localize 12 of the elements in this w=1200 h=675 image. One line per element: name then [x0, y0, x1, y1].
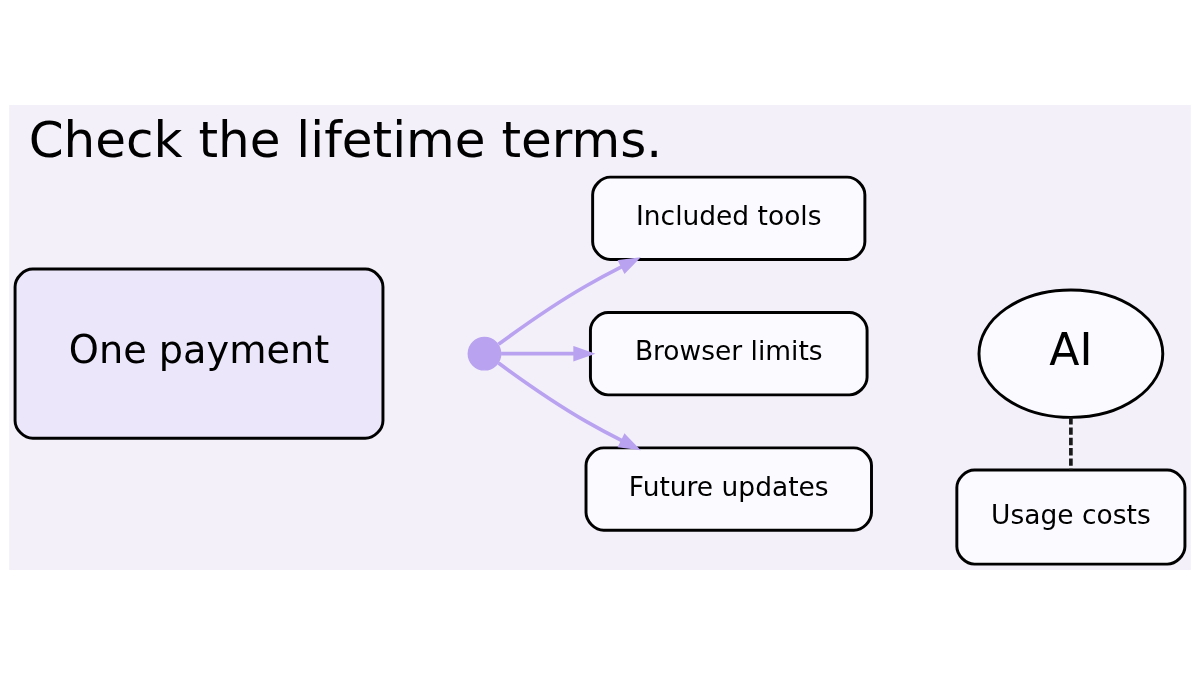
- arrow: [497, 361, 641, 451]
- node-circle: [467, 336, 502, 371]
- node-box: Future updates: [584, 446, 873, 532]
- node-box: Included tools: [591, 175, 867, 261]
- node-box: One payment: [13, 267, 385, 440]
- arrow: [497, 257, 641, 346]
- arrow: [501, 345, 596, 362]
- connector: [1069, 417, 1073, 470]
- node-box: Usage costs: [955, 468, 1187, 566]
- node-box: Browser limits: [588, 311, 869, 397]
- diagram-title: Check the lifetime terms.: [28, 110, 663, 169]
- node-ellipse: AI: [977, 288, 1165, 419]
